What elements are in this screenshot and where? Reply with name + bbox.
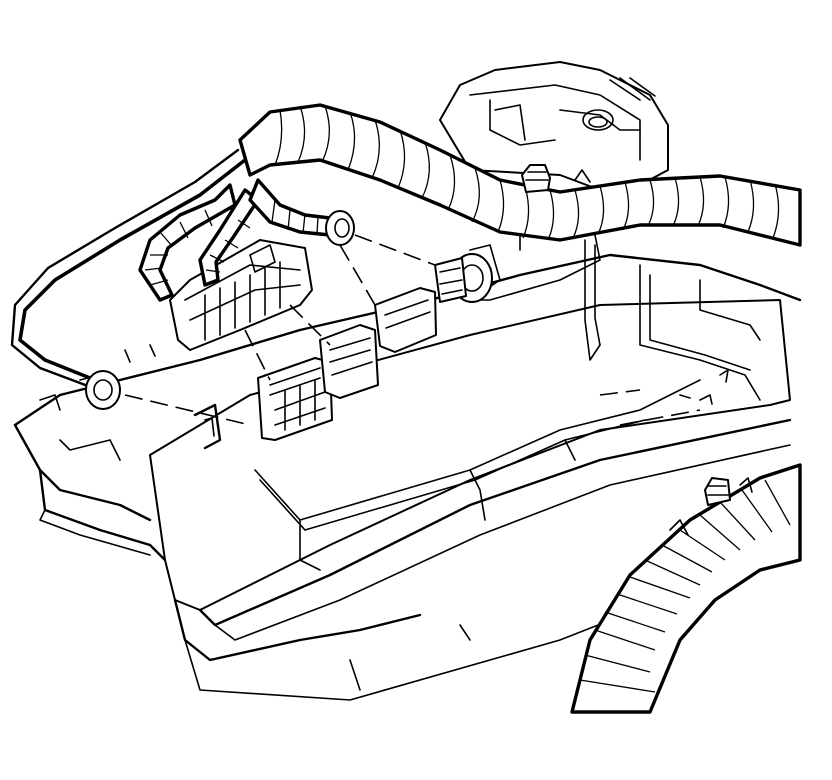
lower-harness-loom (570, 463, 802, 714)
module-tray (13, 239, 802, 701)
connector-block-b (257, 357, 333, 441)
alignment-lines (124, 234, 701, 426)
connector-block-d (374, 287, 437, 353)
lower-loom-ribs (579, 479, 791, 693)
connector-block-c (319, 324, 379, 399)
bulkhead-connector (434, 253, 493, 303)
left-grommet (85, 370, 121, 410)
main-harness-loom (238, 103, 802, 247)
branch-wires (10, 148, 355, 410)
mounting-bracket (193, 403, 222, 450)
connector-block-a (169, 239, 313, 351)
upper-grommet (325, 210, 355, 246)
